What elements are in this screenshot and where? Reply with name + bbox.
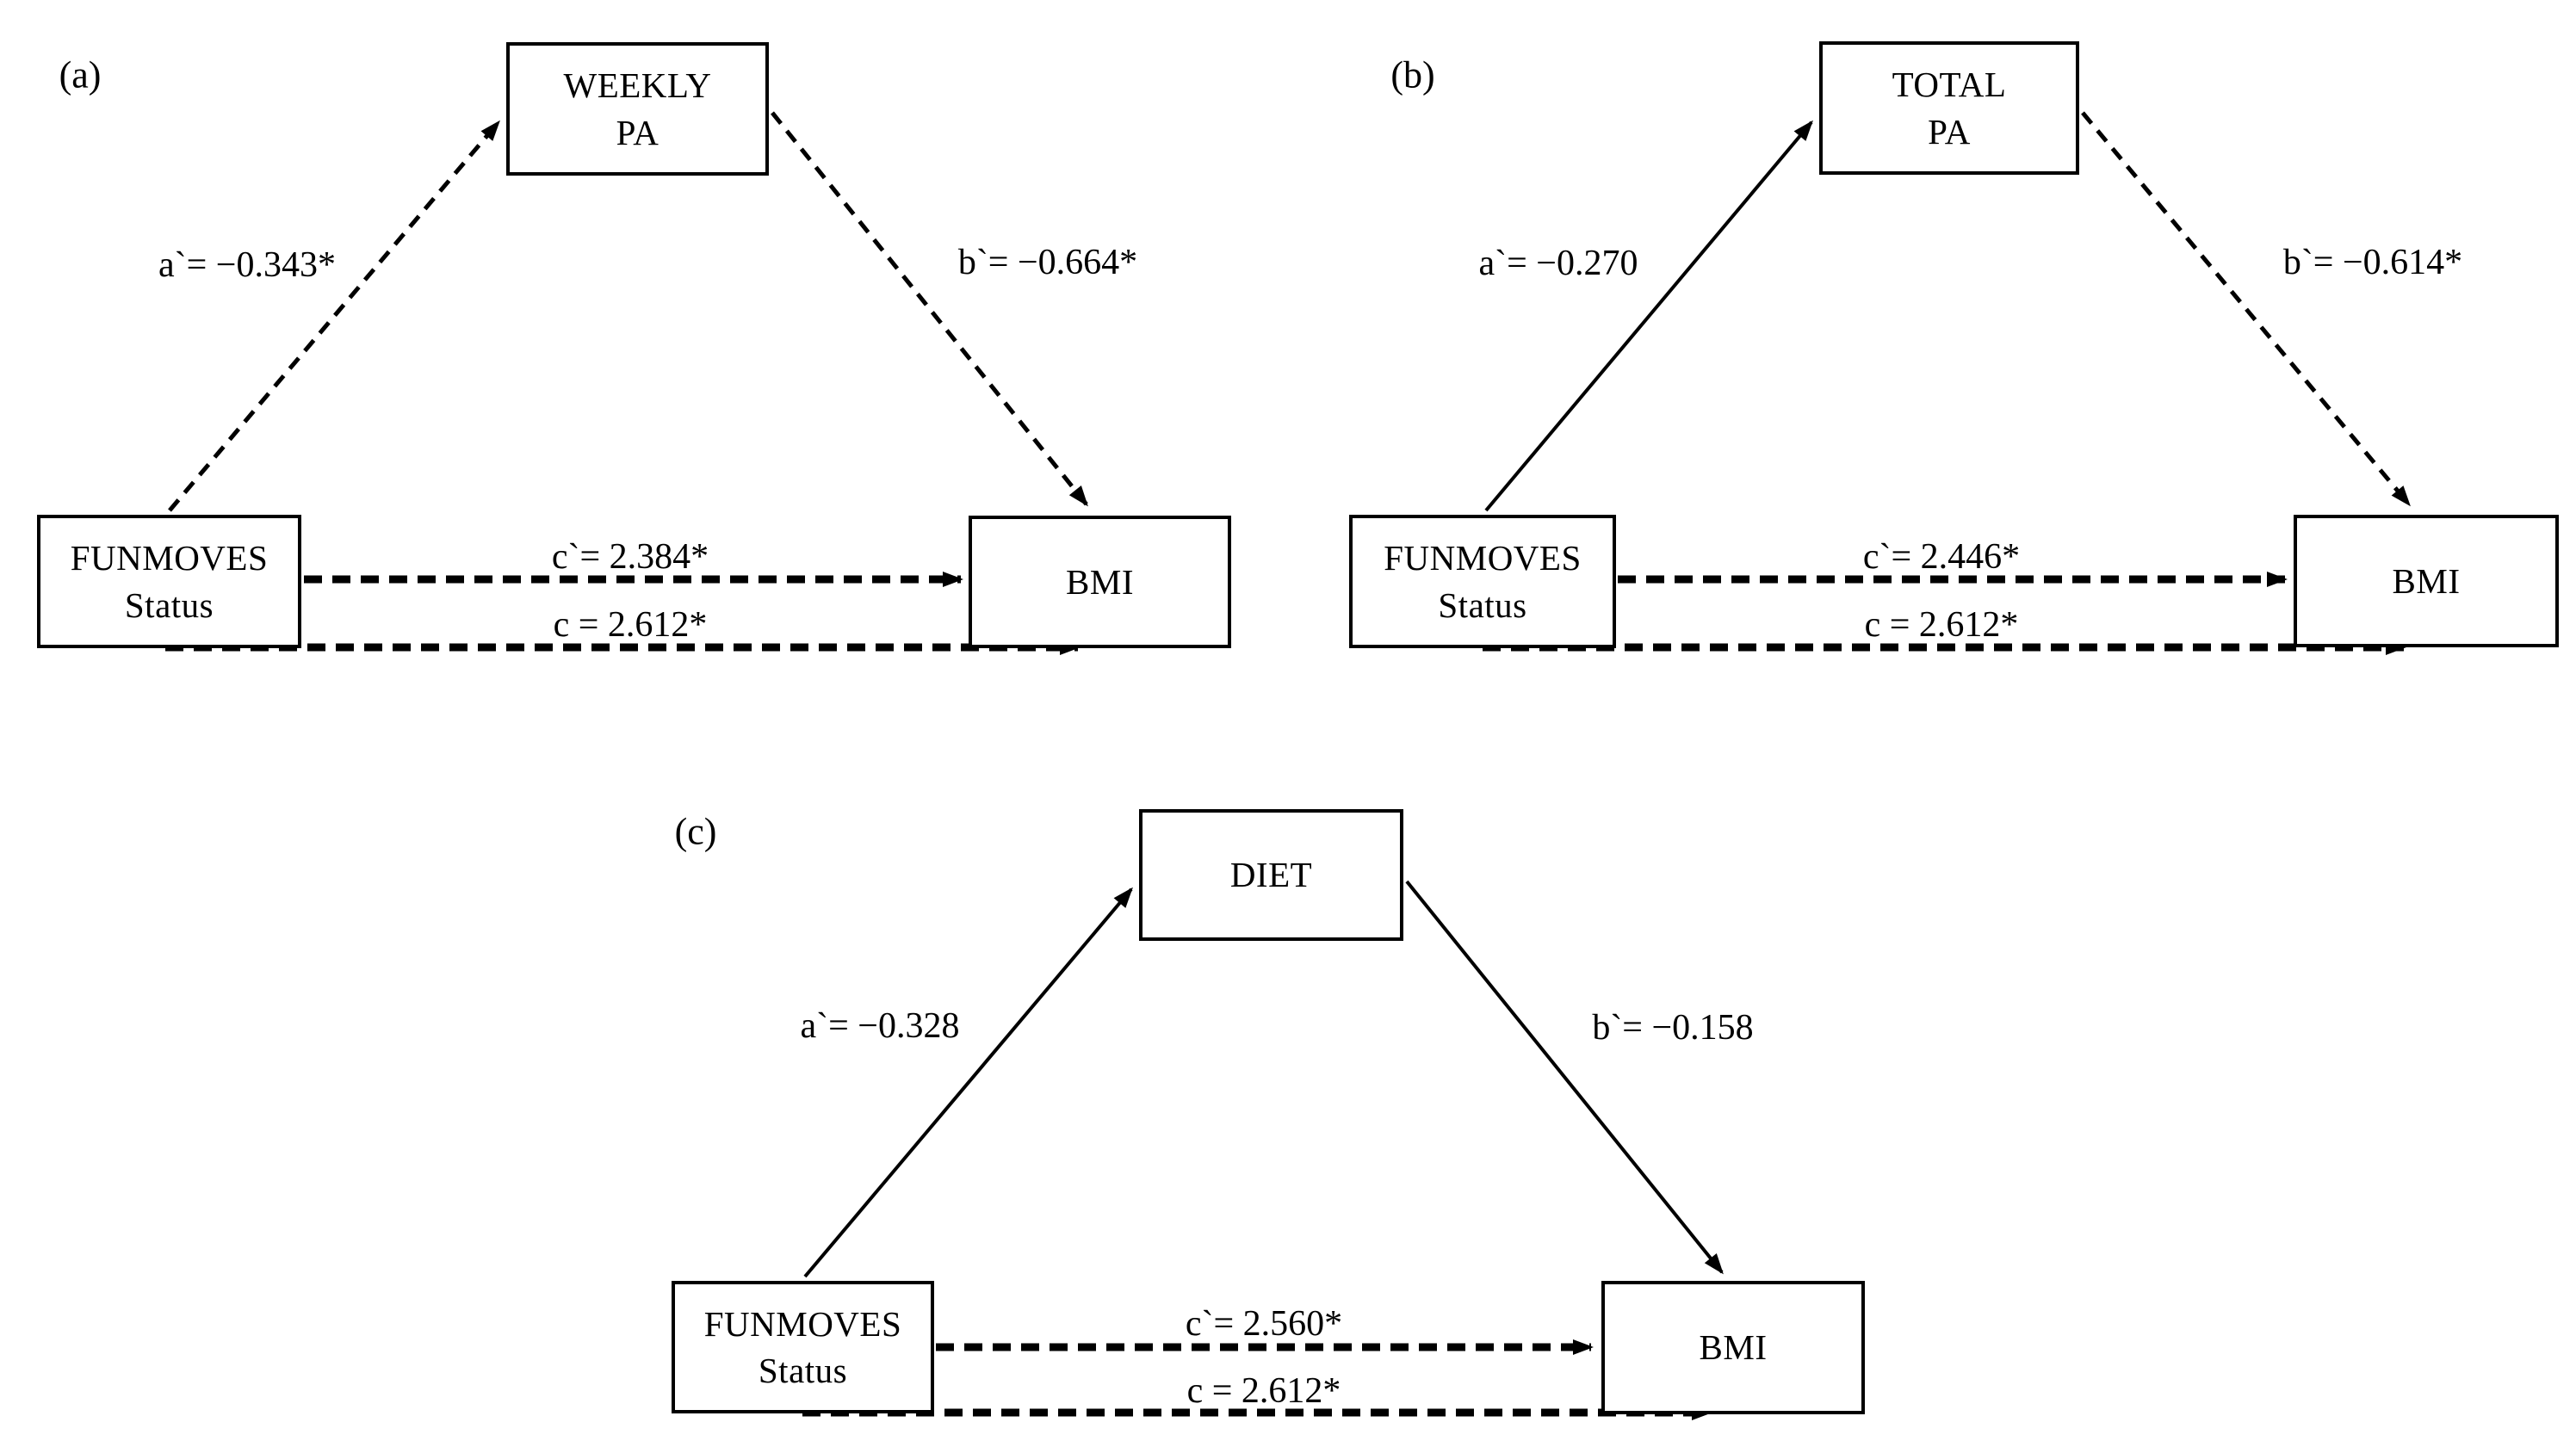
panel-a-outcome-box: BMI [969,516,1231,648]
predictor-label-line1: FUNMOVES [703,1303,902,1344]
panel-a-path-c-label: c = 2.612* [553,605,708,645]
panel-c-path-c-prime-label: c`= 2.560* [1185,1304,1343,1344]
panel-b-outcome-box: BMI [2294,515,2559,647]
panel-c-letter: (c) [674,810,717,853]
panel-a-predictor-box: FUNMOVES Status [37,515,301,648]
panel-c-predictor-box: FUNMOVES Status [672,1281,934,1413]
panel-b-path-a-arrow [1484,120,1813,512]
predictor-label-line2: Status [1438,584,1527,625]
mediator-label-line1: TOTAL [1892,65,2007,105]
mediator-label-line1: DIET [1229,855,1313,895]
mediator-label-line2: PA [616,112,659,152]
panel-b-path-b-arrow [2081,111,2411,507]
outcome-label: BMI [1699,1327,1768,1368]
panel-a-path-a-label: a`= −0.343* [158,245,337,285]
panel-a-path-b-label: b`= −0.664* [957,243,1138,282]
mediator-label-line2: PA [1928,111,1971,152]
panel-b-path-a-label: a`= −0.270 [1478,244,1638,283]
panel-b-path-b-label: b`= −0.614* [2282,243,2463,282]
predictor-label-line2: Status [758,1351,848,1390]
panel-c-outcome-box: BMI [1601,1281,1865,1414]
outcome-label: BMI [2392,560,2461,601]
panel-b-letter: (b) [1390,53,1435,96]
panel-c-path-a-arrow [803,887,1133,1278]
panel-c-path-b-label: b`= −0.158 [1592,1008,1754,1048]
panel-a-letter: (a) [59,53,102,96]
mediator-label-line1: WEEKLY [563,65,712,106]
predictor-label-line2: Status [124,584,214,625]
panel-c-path-c-label: c = 2.612* [1186,1371,1341,1411]
panel-b-mediator-box: TOTAL PA [1819,41,2079,175]
panel-b-path-c-prime-label: c`= 2.446* [1862,537,2021,577]
panel-b-predictor-box: FUNMOVES Status [1349,515,1616,648]
panel-a-mediator-box: WEEKLY PA [506,42,769,176]
panel-c-path-b-arrow [1405,880,1724,1275]
panel-a-path-b-arrow [771,111,1088,507]
panel-c-mediator-box: DIET [1139,809,1403,941]
panel-a-path-c-prime-label: c`= 2.384* [551,537,709,577]
outcome-label: BMI [1066,561,1134,602]
panel-b-path-c-label: c = 2.612* [1864,605,2019,645]
predictor-label-line1: FUNMOVES [1384,538,1582,578]
predictor-label-line1: FUNMOVES [70,538,269,578]
panel-c-path-a-label: a`= −0.328 [800,1006,960,1046]
panel-a-path-a-arrow [168,120,500,512]
